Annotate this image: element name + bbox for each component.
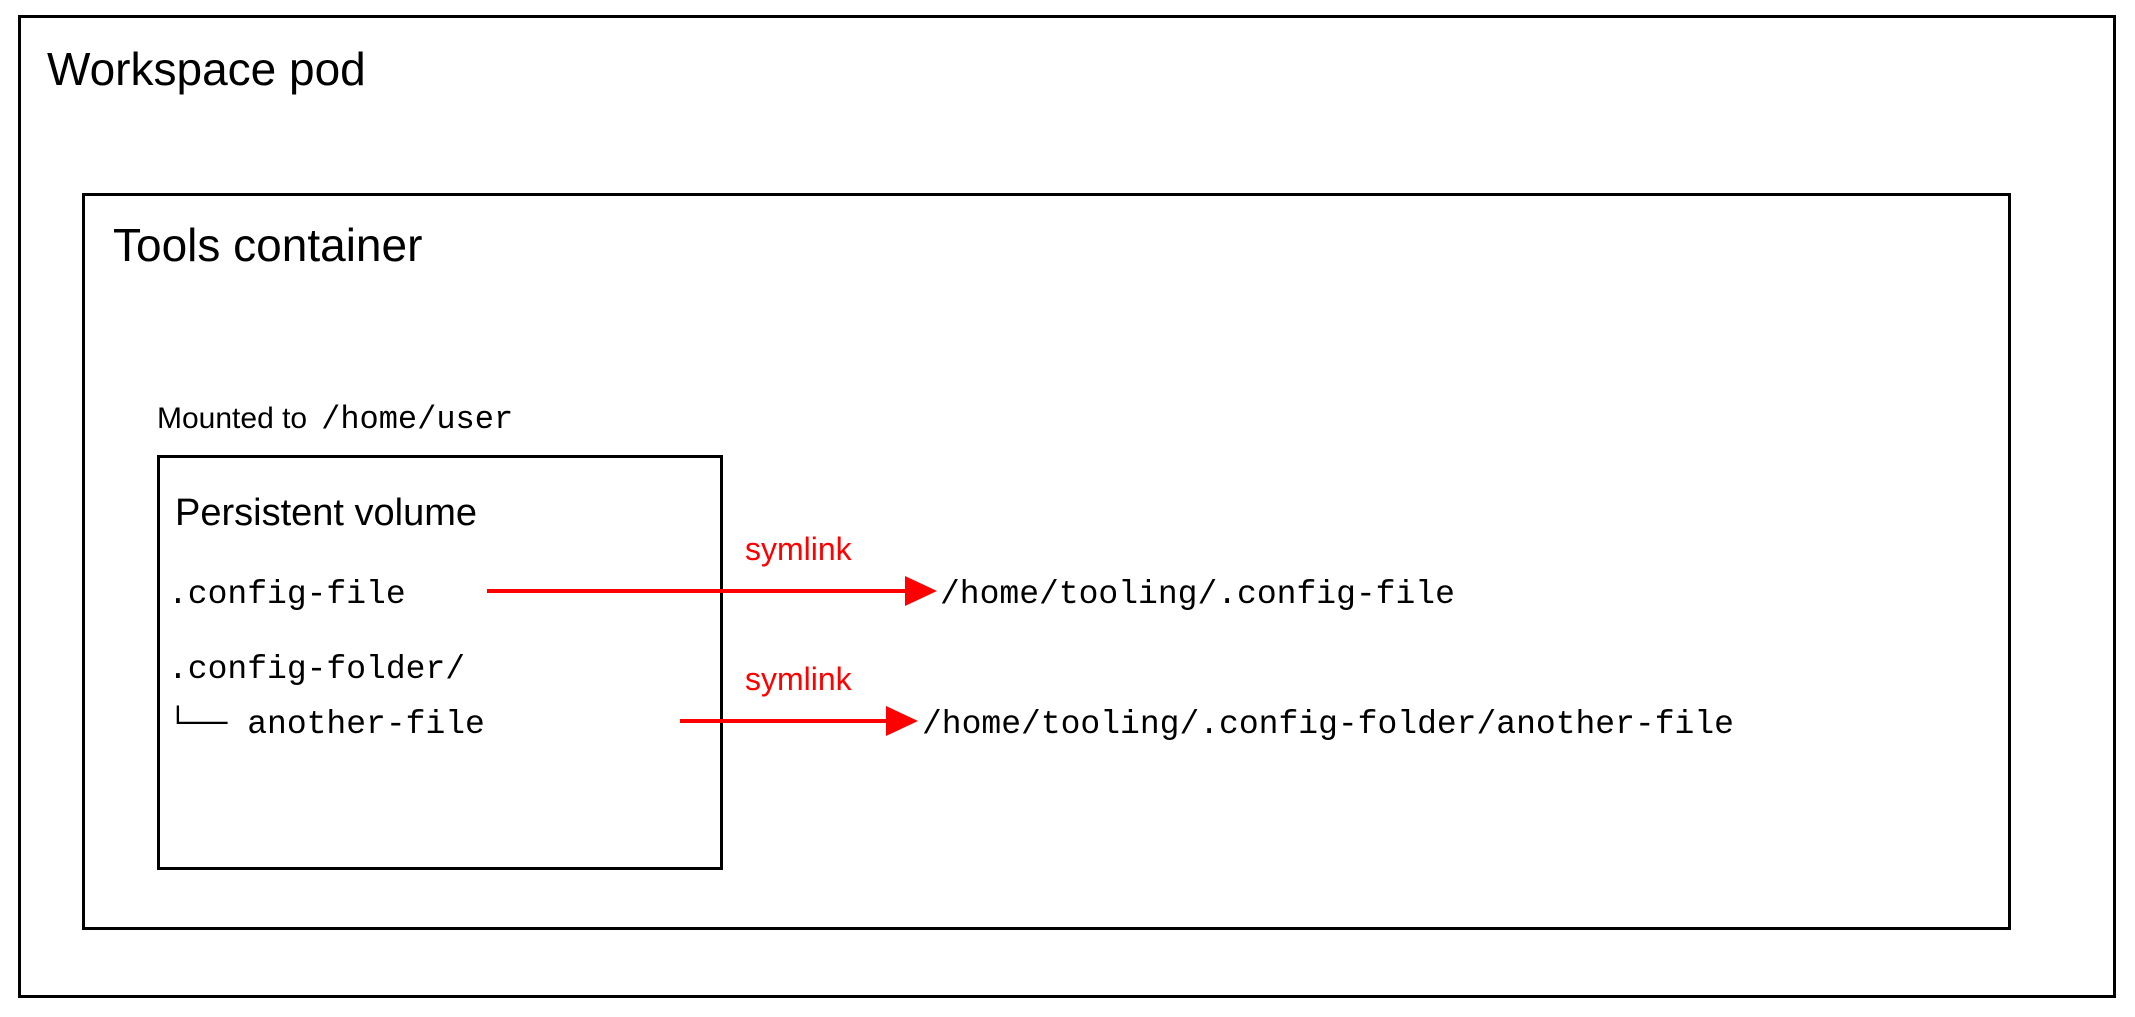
volume-entry-another-file: └── another-file — [168, 706, 485, 743]
mount-prefix-label: Mounted to — [157, 402, 308, 435]
persistent-volume-title: Persistent volume — [175, 492, 478, 534]
workspace-pod-box — [18, 15, 2116, 998]
symlink-arrowhead-icon-1 — [905, 576, 937, 606]
symlink-target-path-2: /home/tooling/.config-folder/another-fil… — [922, 706, 1734, 743]
mount-path-label: Mounted to/home/user — [157, 404, 513, 436]
symlink-arrowhead-icon-2 — [886, 706, 918, 736]
symlink-connector-line-2 — [680, 719, 898, 723]
mount-path-value: /home/user — [321, 401, 514, 438]
symlink-label-1: symlink — [745, 531, 852, 567]
symlink-connector-line-1 — [487, 589, 917, 593]
tools-container-title: Tools container — [113, 219, 423, 271]
persistent-volume-box — [157, 455, 723, 870]
volume-entry-config-file: .config-file — [168, 576, 406, 613]
symlink-target-path-1: /home/tooling/.config-file — [940, 576, 1455, 613]
workspace-pod-title: Workspace pod — [47, 43, 366, 95]
symlink-label-2: symlink — [745, 661, 852, 697]
tools-container-box — [82, 193, 2011, 930]
volume-entry-config-folder: .config-folder/ — [168, 651, 466, 688]
